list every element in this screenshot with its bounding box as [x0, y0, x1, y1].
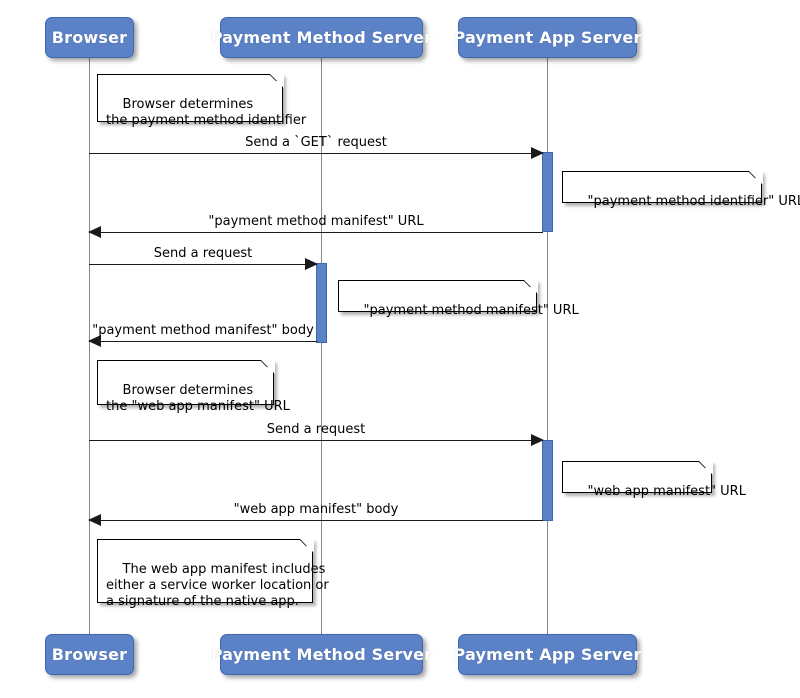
lifeline-payment-app-server [547, 57, 548, 635]
participant-browser-top[interactable]: Browser [45, 17, 134, 58]
note-fold-cut [523, 279, 538, 294]
participant-payment-app-server-top[interactable]: Payment App Server [453, 17, 641, 58]
arrowhead-left-icon [88, 335, 101, 347]
note-web-app-manifest-url: "web app manifest" URL [562, 460, 746, 499]
participant-payment-app-server-bottom[interactable]: Payment App Server [453, 634, 641, 675]
activation-payment-app-server-1 [542, 152, 553, 232]
message-label: "payment method manifest" URL [208, 214, 424, 229]
arrowhead-left-icon [88, 226, 101, 238]
note-fold-cut [260, 359, 275, 374]
arrowhead-left-icon [88, 514, 101, 526]
message-label: Send a request [266, 422, 366, 437]
note-fold-cut [299, 538, 314, 553]
participant-payment-method-server-bottom[interactable]: Payment Method Server [211, 634, 432, 675]
arrowhead-right-icon [305, 258, 318, 270]
note-browser-determines-web-app-manifest-url: Browser determines the "web app manifest… [97, 359, 290, 414]
note-text: The web app manifest includes either a s… [106, 562, 329, 609]
participant-browser-bottom[interactable]: Browser [45, 634, 134, 675]
message-label: Send a `GET` request [245, 135, 387, 150]
message-line [89, 341, 317, 342]
note-fold-cut [748, 170, 763, 185]
message-label: Send a request [153, 246, 253, 261]
note-web-app-manifest-includes: The web app manifest includes either a s… [97, 538, 329, 609]
lifeline-payment-method-server [321, 57, 322, 635]
note-fold-cut [698, 460, 713, 475]
note-payment-method-manifest-url: "payment method manifest" URL [338, 279, 579, 318]
activation-payment-app-server-2 [542, 440, 553, 521]
message-line [89, 440, 543, 441]
note-text: "payment method manifest" URL [363, 303, 579, 318]
message-label: "web app manifest" body [233, 502, 399, 517]
note-text: Browser determines the payment method id… [106, 97, 307, 128]
arrowhead-right-icon [531, 147, 544, 159]
note-fold-cut [269, 73, 284, 88]
message-label: "payment method manifest" body [92, 323, 314, 338]
activation-payment-method-server-1 [316, 263, 327, 343]
participant-payment-method-server-top[interactable]: Payment Method Server [211, 17, 432, 58]
message-line [89, 264, 317, 265]
message-line [89, 520, 543, 521]
note-text: "payment method identifier" URL [587, 194, 800, 209]
arrowhead-right-icon [531, 434, 544, 446]
note-text: "web app manifest" URL [587, 484, 746, 499]
message-line [89, 153, 543, 154]
note-payment-method-identifier-url: "payment method identifier" URL [562, 170, 800, 209]
note-browser-determines-identifier: Browser determines the payment method id… [97, 73, 306, 128]
note-text: Browser determines the "web app manifest… [106, 383, 290, 414]
message-line [89, 232, 543, 233]
